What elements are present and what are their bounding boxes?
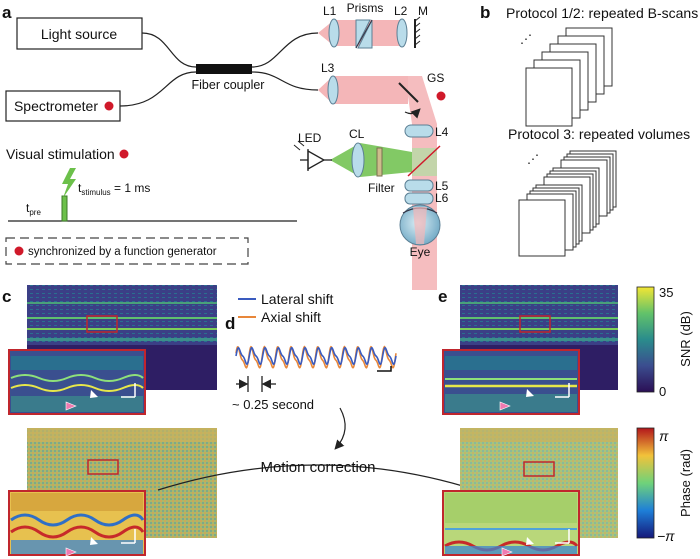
- label-filter: Filter: [368, 181, 395, 195]
- label-l1: L1: [323, 4, 337, 18]
- snr-colorbar: [636, 286, 655, 393]
- snr-min-label: 0: [659, 384, 666, 399]
- label-cl: CL: [349, 127, 365, 141]
- filter: [376, 147, 383, 177]
- label-l6: L6: [435, 191, 449, 205]
- panel-label-a: a: [2, 3, 12, 22]
- fiber-coupler: [196, 64, 252, 74]
- sample-beam-horizontal: [318, 76, 408, 104]
- light-source-box: Light source: [16, 17, 143, 50]
- t-stimulus-label: tstimulus = 1 ms: [78, 181, 150, 197]
- panel-label-e: e: [438, 287, 447, 306]
- label-gs: GS: [427, 71, 444, 85]
- lens-l3: [327, 75, 339, 105]
- protocol-12-title: Protocol 1/2: repeated B-scans: [506, 5, 698, 21]
- label-l2: L2: [394, 4, 408, 18]
- bscan-stack: [525, 27, 613, 127]
- label-m: M: [418, 4, 428, 18]
- c-snr-inset: [8, 349, 146, 415]
- protocol-3-dots: ⋰: [527, 152, 539, 166]
- panel-label-d: d: [225, 314, 235, 333]
- volume-stack: [518, 150, 617, 257]
- lens-l2: [396, 18, 408, 48]
- label-led: LED: [298, 131, 322, 145]
- lens-l6: [404, 192, 434, 205]
- lens-l4: [404, 124, 434, 138]
- motion-scale-bar: [377, 366, 392, 372]
- label-l3: L3: [321, 61, 335, 75]
- panel-label-c: c: [2, 287, 11, 306]
- snr-axis-label: SNR (dB): [678, 311, 693, 367]
- legend-lateral: Lateral shift: [261, 291, 333, 307]
- phase-colorbar: [636, 427, 655, 539]
- spectrometer-label: Spectrometer: [14, 98, 98, 114]
- label-l5: L5: [435, 179, 449, 193]
- c-phase-inset: [8, 490, 146, 557]
- motion-correction-label: Motion correction: [260, 459, 375, 476]
- fiber-coupler-label: Fiber coupler: [192, 78, 265, 92]
- motion-correction-arrow: [157, 464, 479, 493]
- motion-traces: [235, 345, 397, 369]
- protocol-3-title: Protocol 3: repeated volumes: [508, 126, 690, 142]
- e-snr-inset: [442, 349, 580, 415]
- flash-icon: [62, 168, 76, 198]
- phase-axis-label: Phase (rad): [678, 449, 693, 517]
- label-eye: Eye: [410, 245, 431, 259]
- lateral-shift-trace: [235, 346, 397, 366]
- sync-note-box: [5, 237, 249, 265]
- prisms: [355, 19, 373, 49]
- sync-note-text: synchronized by a function generator: [28, 246, 217, 258]
- interval-marker: [236, 376, 276, 392]
- lens-l5: [404, 179, 434, 192]
- fiber-lines: [119, 32, 319, 107]
- panel-label-b: b: [480, 3, 490, 22]
- e-phase-inset: [442, 490, 580, 557]
- lens-cl: [351, 142, 365, 178]
- galvo-rotation-icon: [404, 108, 421, 119]
- light-source-label: Light source: [41, 26, 117, 42]
- phase-max-label: π: [659, 428, 669, 444]
- stimulus-beam: [330, 143, 412, 177]
- dichroic-mirror: [407, 145, 441, 177]
- t-pre-label: tpre: [26, 201, 41, 217]
- mirror-m: [414, 16, 421, 48]
- spectrometer-sync-dot: [104, 101, 114, 111]
- stimulus-pulse: [61, 195, 68, 222]
- visual-stimulation-title: Visual stimulation: [6, 146, 115, 162]
- stimulation-sync-dot: [119, 149, 129, 159]
- interval-label: ~ 0.25 second: [232, 397, 314, 412]
- lens-l1: [328, 18, 340, 48]
- led-icon: [293, 140, 332, 171]
- galvo-scanner: [398, 82, 419, 103]
- spectrometer-box: Spectrometer: [5, 90, 121, 122]
- sync-note-dot: [14, 246, 24, 256]
- eye-icon: [399, 204, 441, 246]
- snr-max-label: 35: [659, 285, 673, 300]
- label-prisms: Prisms: [347, 1, 384, 15]
- phase-min-label: −π: [657, 528, 675, 544]
- curved-arrow-down: [334, 407, 346, 450]
- label-l4: L4: [435, 125, 449, 139]
- gs-sync-dot: [436, 91, 446, 101]
- protocol-12-dots: ⋰: [520, 32, 532, 46]
- legend-axial: Axial shift: [261, 309, 321, 325]
